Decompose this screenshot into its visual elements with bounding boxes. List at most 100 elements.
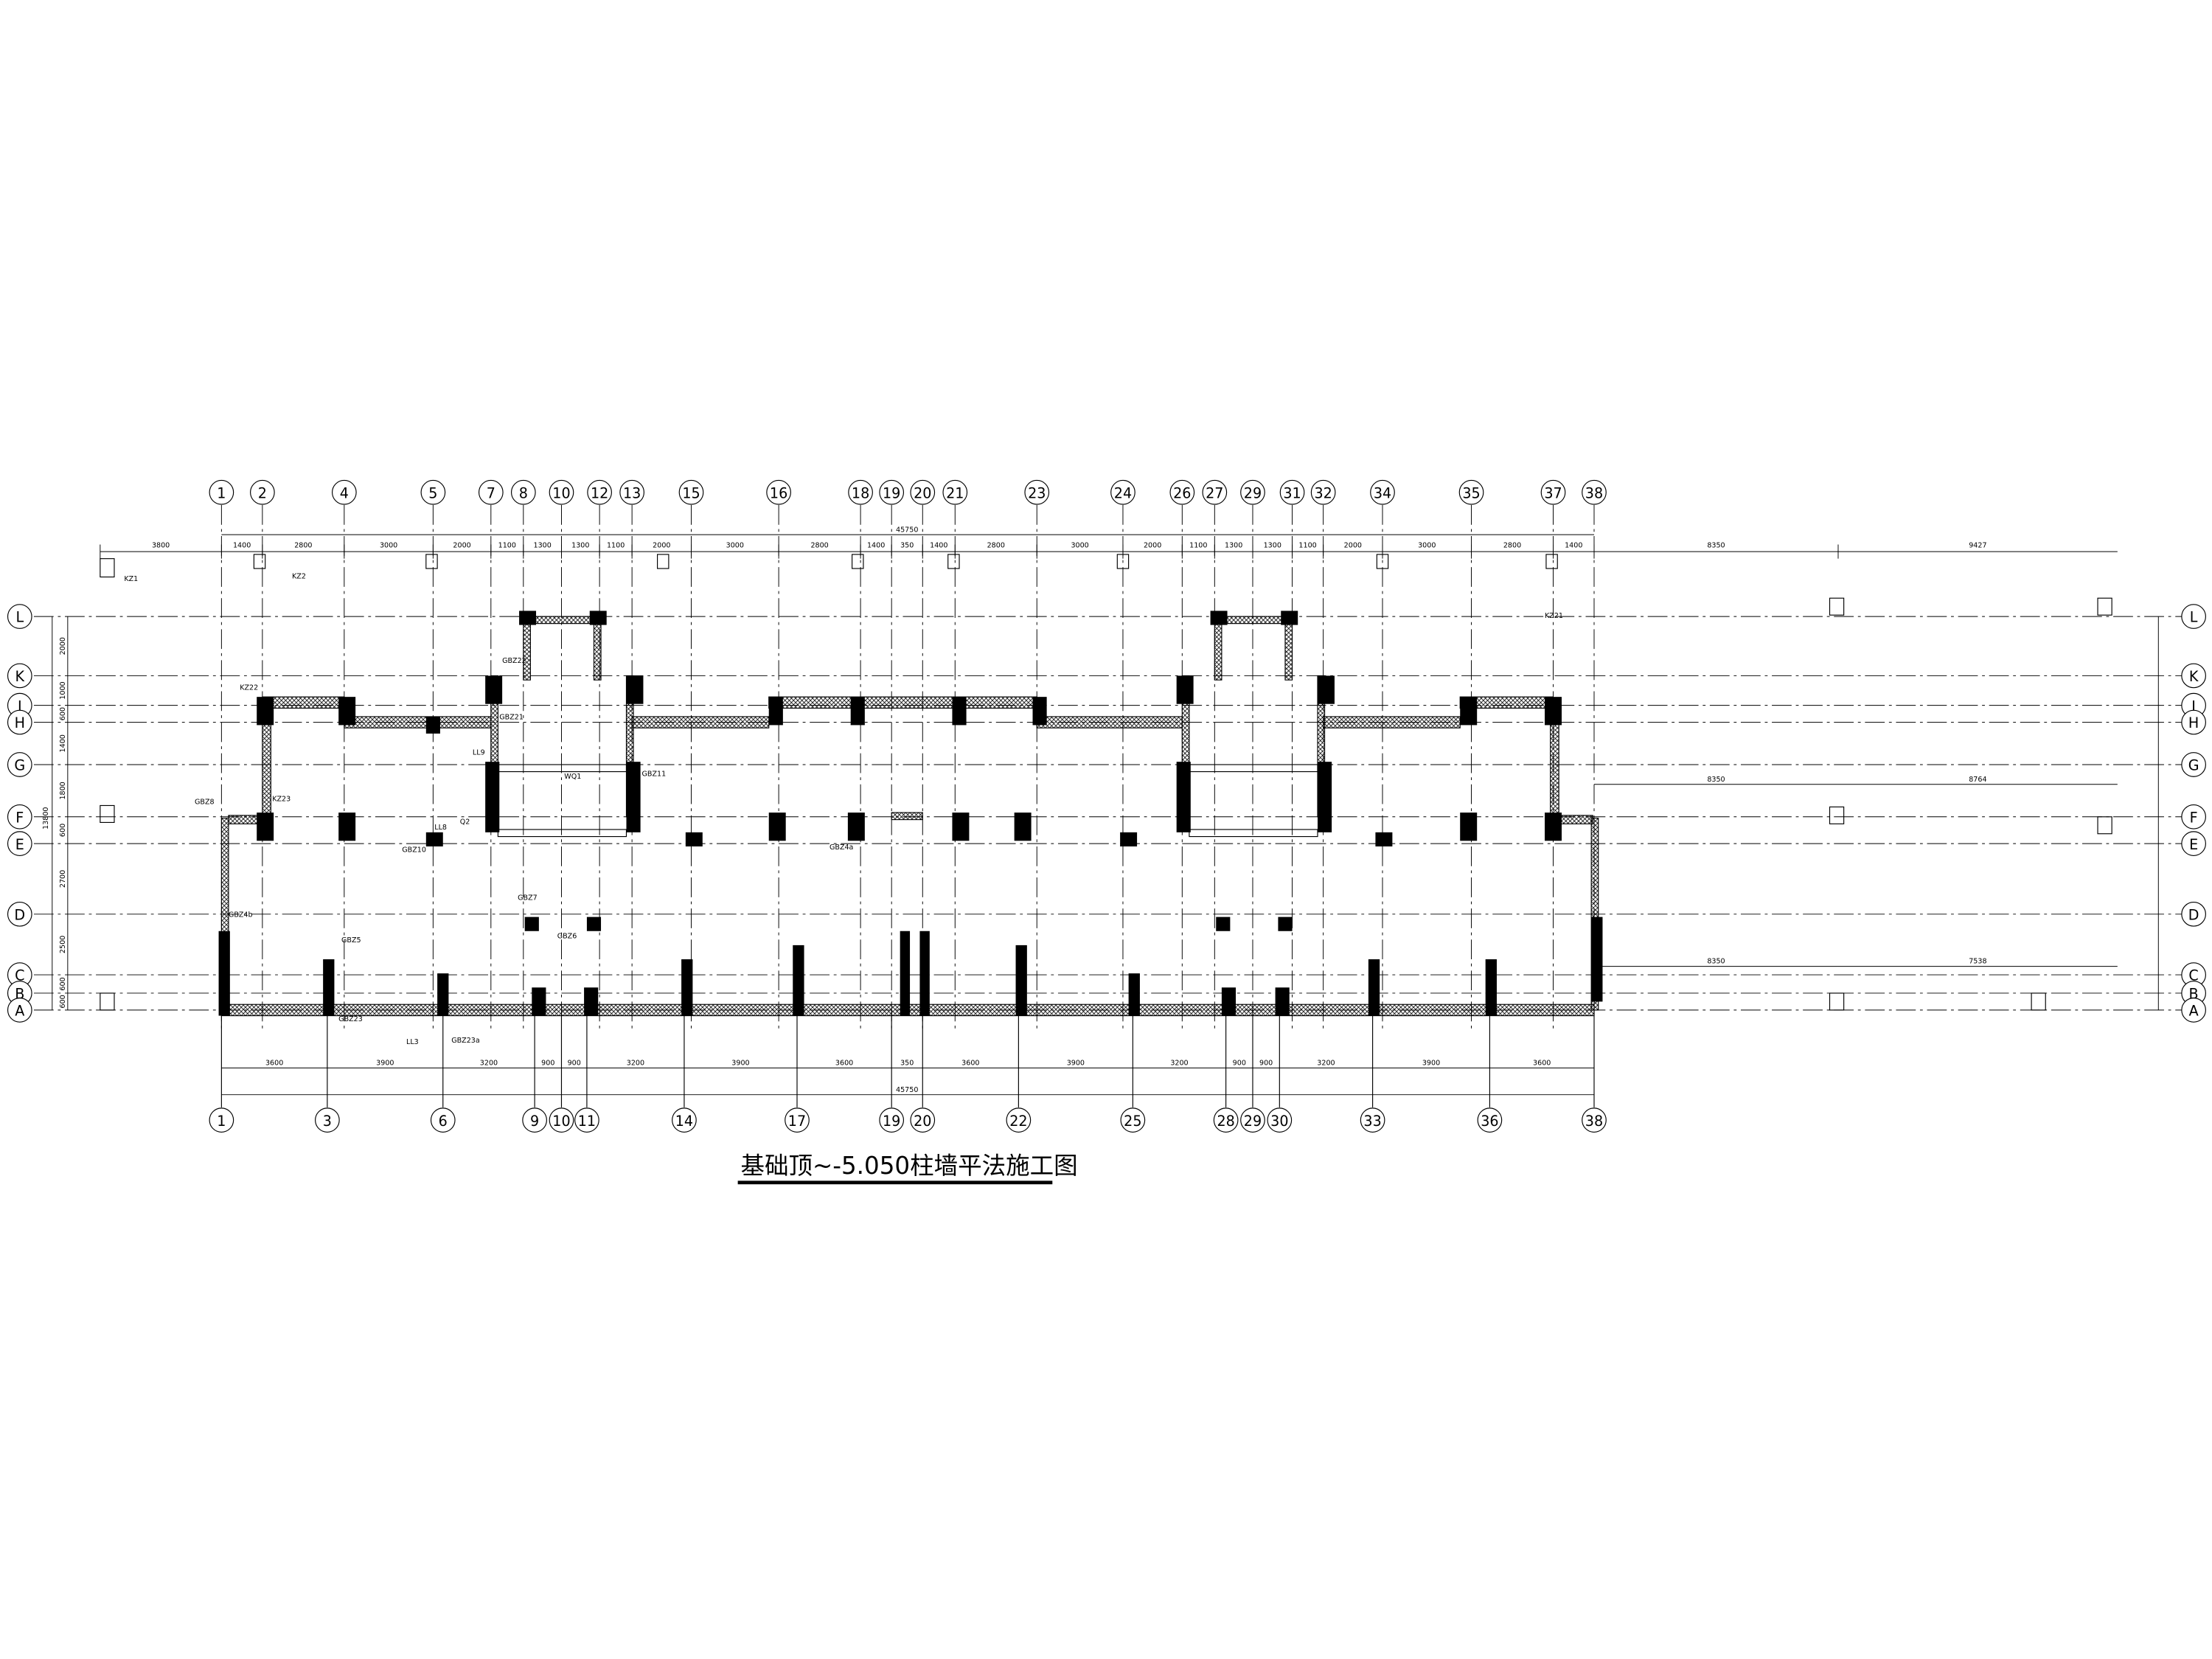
column — [1221, 987, 1237, 1016]
axis-label: F — [15, 809, 24, 826]
wall-opening — [497, 764, 627, 773]
axis-label: A — [15, 1003, 24, 1020]
axis-label: L — [2190, 609, 2198, 626]
axis-label: 2 — [258, 484, 267, 501]
hatched-wall — [1590, 818, 1599, 1011]
axis-label: 18 — [852, 484, 869, 501]
column — [218, 931, 230, 1016]
frame-column — [1829, 806, 1845, 824]
dim-text: 2000 — [453, 541, 470, 549]
frame-column — [1829, 992, 1845, 1011]
dim-text: 3200 — [1170, 1060, 1188, 1068]
axis-label: 27 — [1206, 484, 1223, 501]
axis-label: 19 — [883, 1113, 900, 1130]
axis-label: 21 — [946, 484, 964, 501]
column — [257, 697, 274, 726]
dim-text: 3600 — [961, 1060, 979, 1068]
axis-label: 10 — [552, 484, 570, 501]
dim-text: 2000 — [653, 541, 670, 549]
axis-label: 38 — [1585, 484, 1603, 501]
dim-total: 13800 — [42, 807, 50, 830]
axis-bubble — [1169, 479, 1195, 505]
element-tag: GBZ7 — [518, 894, 538, 902]
element-tag: KZ22 — [240, 684, 258, 692]
axis-bubble — [7, 604, 32, 629]
axis-label: 12 — [591, 484, 608, 501]
element-tag: GBZ8 — [195, 799, 215, 807]
axis-bubble — [1024, 479, 1050, 505]
wall-opening — [1189, 829, 1318, 838]
hatched-wall — [1284, 616, 1293, 681]
column — [900, 931, 911, 1016]
axis-label: 33 — [1363, 1113, 1381, 1130]
column — [793, 945, 804, 1016]
column — [1278, 917, 1293, 931]
axis-label: 9 — [530, 1113, 539, 1130]
column — [952, 813, 970, 841]
dim-text: 3200 — [480, 1060, 498, 1068]
axis-bubble — [1110, 479, 1135, 505]
axis-bubble — [1202, 479, 1228, 505]
dim-text: 1100 — [607, 541, 625, 549]
dim-text: 2500 — [59, 936, 67, 953]
dim-text: 3900 — [731, 1060, 749, 1068]
axis-label: 24 — [1114, 484, 1132, 501]
axis-bubble — [942, 479, 968, 505]
axis-bubble — [7, 804, 32, 830]
column — [952, 697, 967, 726]
frame-column — [657, 554, 669, 569]
frame-column — [1376, 554, 1389, 569]
axis-label: 4 — [340, 484, 349, 501]
wall-opening — [1189, 764, 1318, 773]
axis-bubble — [7, 709, 32, 735]
element-tag: Q2 — [460, 818, 470, 826]
axis-bubble — [672, 1107, 697, 1133]
axis-label: 29 — [1244, 484, 1262, 501]
frame-column — [425, 554, 438, 569]
axis-bubble — [2181, 831, 2206, 856]
frame-column — [1116, 554, 1130, 569]
axis-bubble — [7, 752, 32, 777]
dim-text: 2800 — [810, 541, 828, 549]
frame-column — [852, 554, 864, 569]
axis-bubble — [1582, 479, 1607, 505]
dim-text: 3600 — [1533, 1060, 1551, 1068]
column — [1210, 611, 1228, 625]
dim-text: 3900 — [376, 1060, 394, 1068]
axis-bubble — [1310, 479, 1336, 505]
wall-opening — [497, 829, 627, 838]
dim-text: 600 — [59, 824, 67, 837]
axis-bubble — [478, 479, 504, 505]
element-tag: GBZ10 — [402, 846, 426, 855]
axis-bubble — [879, 1107, 905, 1133]
axis-label: 10 — [552, 1113, 570, 1130]
axis-bubble — [209, 479, 234, 505]
dim-text: 1400 — [233, 541, 251, 549]
dim-text: 8350 — [1707, 541, 1725, 549]
hatched-wall — [1214, 616, 1222, 681]
axis-bubble — [766, 479, 791, 505]
axis-label: 32 — [1314, 484, 1332, 501]
column — [1545, 813, 1562, 841]
dim-text: 900 — [1233, 1060, 1246, 1068]
column — [519, 611, 537, 625]
column — [1368, 959, 1380, 1016]
axis-label: 11 — [578, 1113, 596, 1130]
dim-text: 1100 — [1298, 541, 1316, 549]
hatched-wall — [768, 696, 1037, 709]
column — [847, 813, 865, 841]
dim-text: 3600 — [835, 1060, 853, 1068]
hatched-wall — [344, 716, 492, 728]
dim-text: 3900 — [1422, 1060, 1440, 1068]
axis-bubble — [1120, 1107, 1146, 1133]
drawing-title: 基础顶~-5.050柱墙平法施工图 — [740, 1152, 1077, 1180]
axis-bubble — [2181, 752, 2206, 777]
axis-bubble — [1279, 479, 1305, 505]
column — [338, 813, 356, 841]
dim-text: 8350 — [1707, 958, 1725, 966]
dim-text: 3000 — [380, 541, 397, 549]
column — [1014, 813, 1032, 841]
